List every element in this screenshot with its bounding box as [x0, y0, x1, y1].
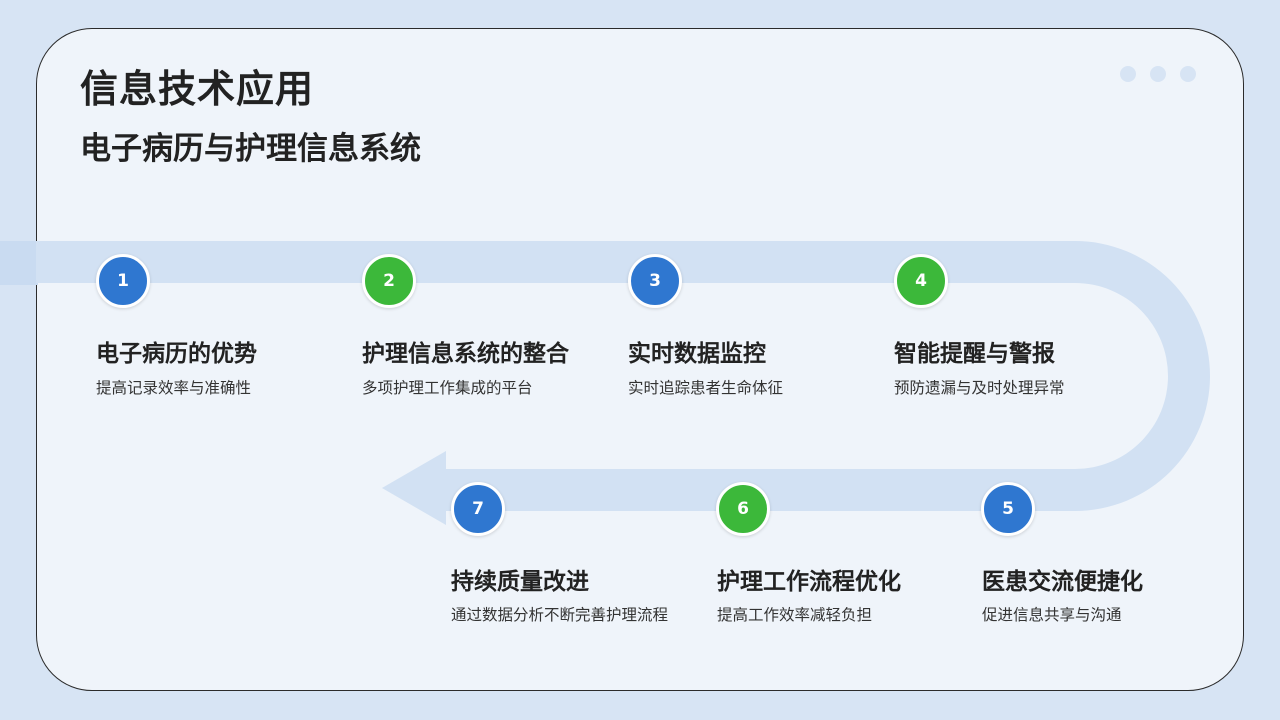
step-description: 促进信息共享与沟通 — [982, 606, 1122, 624]
track-band — [36, 241, 1210, 511]
step-number-badge: 4 — [894, 254, 948, 308]
step-title: 电子病历的优势 — [96, 341, 257, 367]
decor-dot — [1150, 66, 1166, 82]
step-description: 实时追踪患者生命体征 — [628, 379, 784, 397]
step-title: 智能提醒与警报 — [894, 341, 1055, 367]
window-dots — [1120, 66, 1196, 82]
step-number-badge: 3 — [628, 254, 682, 308]
step-title: 实时数据监控 — [628, 341, 766, 367]
step-number-badge: 5 — [981, 482, 1035, 536]
slide-card — [36, 28, 1244, 691]
track-left-stub — [0, 241, 38, 285]
decor-dot — [1120, 66, 1136, 82]
step-description: 通过数据分析不断完善护理流程 — [451, 606, 669, 624]
step-description: 多项护理工作集成的平台 — [362, 379, 533, 397]
step-number-badge: 1 — [96, 254, 150, 308]
decor-dot — [1180, 66, 1196, 82]
step-number-badge: 2 — [362, 254, 416, 308]
step-number-badge: 6 — [716, 482, 770, 536]
track-arrowhead — [382, 451, 446, 525]
step-title: 医患交流便捷化 — [982, 569, 1143, 595]
step-description: 提高记录效率与准确性 — [96, 379, 252, 397]
step-title: 持续质量改进 — [451, 569, 589, 595]
step-description: 提高工作效率减轻负担 — [717, 606, 873, 624]
step-description: 预防遗漏与及时处理异常 — [894, 379, 1065, 397]
page-subtitle: 电子病历与护理信息系统 — [80, 131, 421, 167]
page-title: 信息技术应用 — [80, 67, 315, 111]
step-title: 护理信息系统的整合 — [362, 341, 569, 367]
step-number-badge: 7 — [451, 482, 505, 536]
step-title: 护理工作流程优化 — [717, 569, 901, 595]
